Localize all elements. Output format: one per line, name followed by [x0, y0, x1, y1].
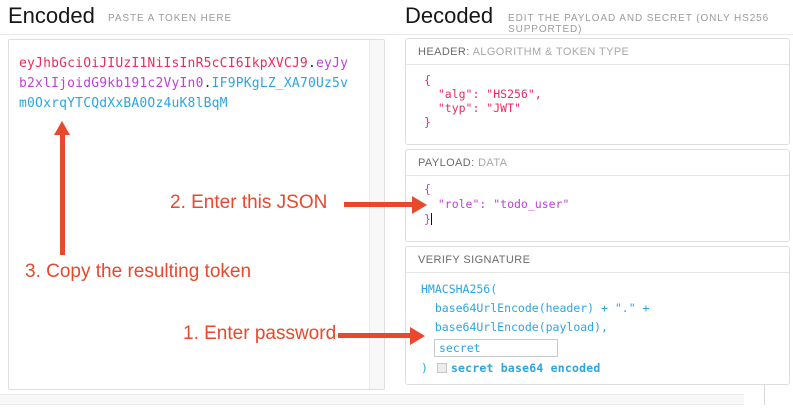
token-line: b2xlIjoidG9kb191c2VyIn0.IF9PKgLZ_XA70Uz5… [19, 74, 362, 94]
window-scrollbar-edge [764, 374, 765, 405]
payload-box-title: PAYLOAD: DATA [406, 150, 789, 176]
annotation-arrow-up-shaft [60, 134, 65, 255]
verify-box-title-text: VERIFY SIGNATURE [418, 254, 531, 266]
secret-input[interactable] [434, 339, 558, 357]
token-separator-dot: . [307, 56, 316, 71]
base64-encoded-label: secret base64 encoded [450, 361, 601, 375]
text-cursor [430, 213, 432, 225]
payload-json-text: { "role": "todo_user" } [424, 182, 570, 226]
verify-signature-box: VERIFY SIGNATURE HMACSHA256( base64UrlEn… [405, 246, 790, 385]
payload-box-title-secondary: DATA [478, 157, 508, 169]
annotation-step3-label: 3. Copy the resulting token [25, 261, 252, 282]
payload-json-editor[interactable]: { "role": "todo_user" } [424, 182, 789, 227]
decoded-header-box: HEADER: ALGORITHM & TOKEN TYPE { "alg": … [405, 38, 790, 145]
encoded-panel-subtitle: PASTE A TOKEN HERE [108, 13, 233, 24]
header-json-editor[interactable]: { "alg": "HS256", "typ": "JWT" } [424, 73, 542, 129]
base64-header-line: base64UrlEncode(header) + "." + [421, 301, 650, 315]
encoded-token-box: eyJhbGciOiJIUzI1NiIsInR5cCI6IkpXVCJ9.eyJ… [8, 39, 385, 390]
encoded-panel-title: Encoded [8, 3, 95, 28]
header-divider [0, 34, 793, 35]
right-arrow-icon [410, 327, 425, 345]
decoded-payload-box: PAYLOAD: DATA { "role": "todo_user" } [405, 149, 790, 242]
token-line: eyJhbGciOiJIUzI1NiIsInR5cCI6IkpXVCJ9.eyJ… [19, 54, 362, 74]
token-payload-segment: b2xlIjoidG9kb191c2VyIn0 [19, 76, 204, 91]
header-box-title-primary: HEADER: [418, 46, 470, 58]
decoded-panel-subtitle: EDIT THE PAYLOAD AND SECRET (ONLY HS256 … [508, 13, 770, 35]
token-separator-dot: . [203, 76, 212, 91]
horizontal-scrollbar[interactable] [0, 394, 744, 405]
base64-option-row: ) secret base64 encoded [421, 361, 789, 375]
token-editor[interactable]: eyJhbGciOiJIUzI1NiIsInR5cCI6IkpXVCJ9.eyJ… [19, 54, 362, 114]
token-header-segment: eyJhbGciOiJIUzI1NiIsInR5cCI6IkpXVCJ9 [19, 56, 308, 71]
decoded-panel-title: Decoded [405, 3, 494, 28]
token-signature-segment: IF9PKgLZ_XA70Uz5v [211, 76, 349, 91]
hmac-function-line: HMACSHA256( [421, 282, 498, 296]
verify-box-title: VERIFY SIGNATURE [406, 247, 789, 273]
closing-paren: ) [421, 361, 428, 375]
annotation-step1-label: 1. Enter password [183, 323, 337, 344]
payload-box-title-primary: PAYLOAD: [418, 157, 475, 169]
base64-payload-line: base64UrlEncode(payload), [421, 320, 608, 334]
annotation-step2-label: 2. Enter this JSON [170, 192, 328, 213]
annotation-arrow-right-shaft [338, 333, 410, 338]
base64-encoded-checkbox[interactable] [436, 363, 447, 373]
vertical-scrollbar[interactable] [369, 40, 384, 389]
right-arrow-icon [412, 196, 427, 214]
header-box-title: HEADER: ALGORITHM & TOKEN TYPE [406, 39, 789, 65]
token-payload-segment: eyJy [316, 56, 349, 71]
verify-signature-code: HMACSHA256( base64UrlEncode(header) + ".… [406, 273, 789, 375]
token-signature-segment: m0OxrqYTCQdXxBA0Oz4uK8lBqM [19, 96, 228, 111]
up-arrow-icon [54, 121, 70, 135]
token-line: m0OxrqYTCQdXxBA0Oz4uK8lBqM [19, 94, 362, 114]
annotation-arrow-right-shaft [344, 202, 412, 207]
header-box-title-secondary: ALGORITHM & TOKEN TYPE [472, 46, 630, 58]
